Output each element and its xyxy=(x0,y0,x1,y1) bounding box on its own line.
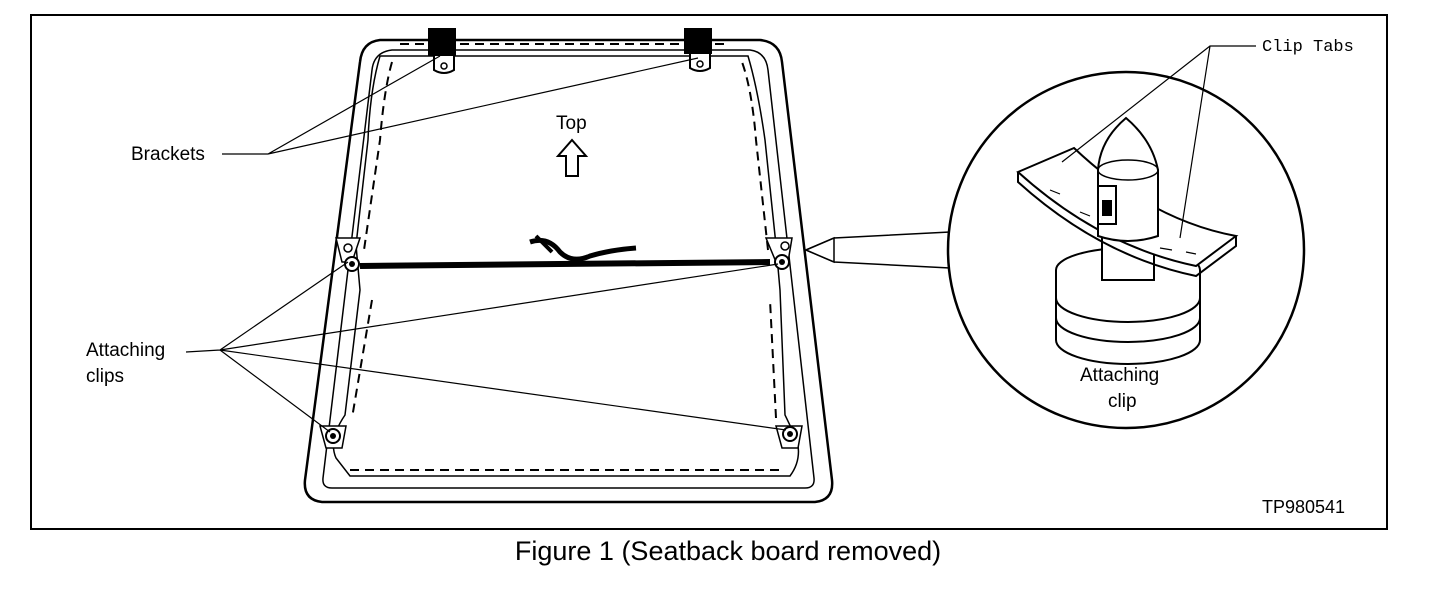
bracket-left xyxy=(428,28,456,74)
label-attaching-clip-line2: clip xyxy=(1108,391,1137,412)
clip-lower-left xyxy=(319,425,347,449)
up-arrow-icon xyxy=(555,138,589,177)
label-clip-tabs: Clip Tabs xyxy=(1262,38,1354,57)
bracket-right xyxy=(684,28,712,72)
label-top: Top xyxy=(556,113,587,134)
figure-caption: Figure 1 (Seatback board removed) xyxy=(514,536,942,566)
leader-brackets xyxy=(222,55,699,155)
label-brackets: Brackets xyxy=(131,144,205,165)
fabric-edge xyxy=(332,55,800,477)
leader-attaching-clips xyxy=(185,261,787,433)
figure-frame xyxy=(30,14,1388,530)
clip-lower-right xyxy=(775,425,803,449)
strap-tail xyxy=(529,237,637,262)
label-attaching-clips-line2: clips xyxy=(86,366,125,387)
stitch-line xyxy=(350,43,782,471)
attaching-clip-detail xyxy=(1016,116,1239,365)
leader-clip-tabs xyxy=(1061,45,1256,239)
seatback-frame-inner xyxy=(322,49,815,489)
seatback-frame-outer xyxy=(303,38,834,504)
seat-strap xyxy=(359,259,771,269)
label-attaching-clip-line1: Attaching xyxy=(1080,365,1160,386)
label-attaching-clips-line1: Attaching xyxy=(86,340,166,361)
clip-upper-right xyxy=(764,237,793,270)
figure-code: TP980541 xyxy=(1262,497,1346,517)
